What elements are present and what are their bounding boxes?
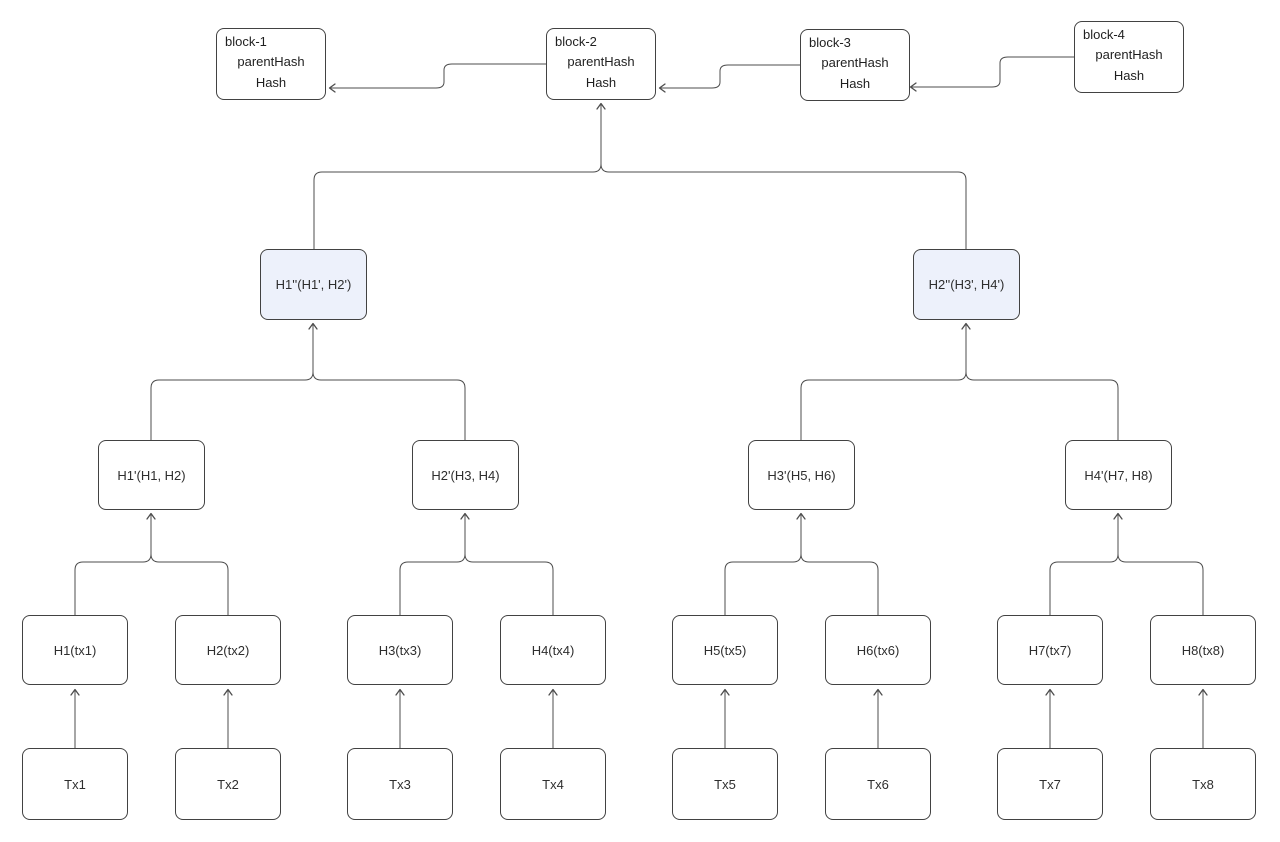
hash-label: Hash (1113, 68, 1145, 83)
arrows-tx-to-leaf-hashes (70, 688, 1208, 749)
merkle-node-h3p: H3'(H5, H6) (748, 440, 855, 510)
block-1-node: block-1 parentHash Hash (216, 28, 326, 100)
tx-node-7: Tx7 (997, 748, 1103, 820)
parent-hash-label: parentHash (237, 54, 305, 69)
tx-node-2: Tx2 (175, 748, 281, 820)
leaf-hash-node-8: H8(tx8) (1150, 615, 1256, 685)
tx-node-8: Tx8 (1150, 748, 1256, 820)
parent-hash-label: parentHash (567, 54, 635, 69)
merkle-node-h1p: H1'(H1, H2) (98, 440, 205, 510)
parent-hash-label: parentHash (821, 55, 889, 70)
leaf-hash-node-5: H5(tx5) (672, 615, 778, 685)
connector-h3-h4-to-h2p (399, 512, 554, 616)
block-title: block-4 (1083, 27, 1125, 42)
block-title: block-2 (555, 34, 597, 49)
tx-node-3: Tx3 (347, 748, 453, 820)
block-4-node: block-4 parentHash Hash (1074, 21, 1184, 93)
leaf-hash-node-7: H7(tx7) (997, 615, 1103, 685)
arrow-block2-to-block1 (328, 63, 547, 93)
connector-h3p-h4p-to-h2pp (800, 322, 1119, 441)
parent-hash-label: parentHash (1095, 47, 1163, 62)
connector-h1-h2-to-h1p (74, 512, 229, 616)
tx-node-5: Tx5 (672, 748, 778, 820)
connector-h1p-h2p-to-h1pp (150, 322, 466, 441)
leaf-hash-node-2: H2(tx2) (175, 615, 281, 685)
hash-label: Hash (585, 75, 617, 90)
block-3-node: block-3 parentHash Hash (800, 29, 910, 101)
leaf-hash-node-4: H4(tx4) (500, 615, 606, 685)
hash-label: Hash (255, 75, 287, 90)
merkle-node-h4p: H4'(H7, H8) (1065, 440, 1172, 510)
tx-node-4: Tx4 (500, 748, 606, 820)
merkle-node-h2-agg: H2''(H3', H4') (913, 249, 1020, 320)
merkle-node-h2p: H2'(H3, H4) (412, 440, 519, 510)
block-title: block-3 (809, 35, 851, 50)
merkle-node-h1-agg: H1''(H1', H2') (260, 249, 367, 320)
hash-label: Hash (839, 76, 871, 91)
tx-node-6: Tx6 (825, 748, 931, 820)
connector-h7-h8-to-h4p (1049, 512, 1204, 616)
leaf-hash-node-1: H1(tx1) (22, 615, 128, 685)
block-2-node: block-2 parentHash Hash (546, 28, 656, 100)
tx-node-1: Tx1 (22, 748, 128, 820)
arrow-block4-to-block3 (909, 56, 1075, 92)
block-title: block-1 (225, 34, 267, 49)
connector-h5-h6-to-h3p (724, 512, 879, 616)
leaf-hash-node-3: H3(tx3) (347, 615, 453, 685)
connector-root-to-block2 (313, 102, 967, 250)
arrow-block3-to-block2 (658, 64, 801, 93)
leaf-hash-node-6: H6(tx6) (825, 615, 931, 685)
